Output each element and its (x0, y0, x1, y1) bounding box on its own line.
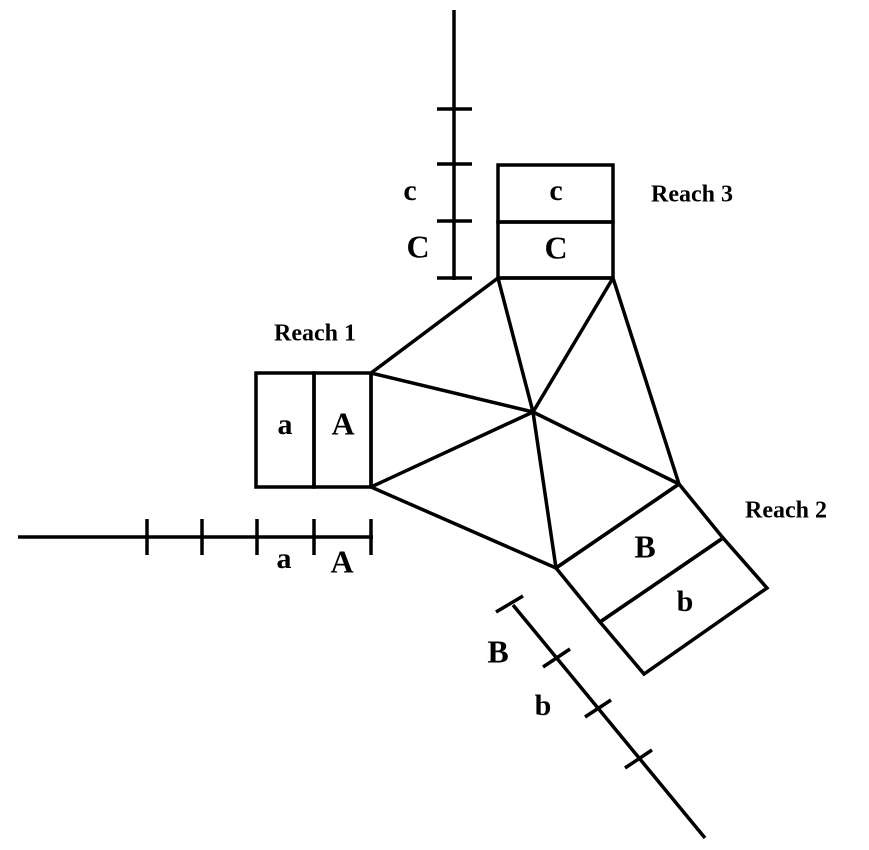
reach1-title: Reach 1 (274, 321, 356, 347)
reach3-axis: c C (403, 10, 472, 280)
reach2-cell-inner-label: B (634, 528, 655, 564)
junction-outline (369, 276, 682, 570)
reach1-group: a A Reach 1 (254, 321, 373, 489)
junction-edge (370, 410, 534, 489)
reach1-cell-outer-label: a (278, 408, 293, 441)
junction-edge (370, 371, 534, 414)
reach3-cell-outer-label: c (549, 174, 562, 207)
junction-edge (531, 411, 558, 569)
reach2-group: B b Reach 2 (553, 481, 827, 677)
reach2-cell-outer (597, 535, 770, 677)
reach3-title: Reach 3 (651, 182, 733, 208)
reach2-axis-tick (584, 698, 612, 719)
reach3-cell-inner-label: C (544, 229, 567, 265)
reach2-axis-line (511, 603, 707, 840)
reach2-axis-outer-label: b (535, 689, 552, 722)
junction-edge (531, 277, 615, 413)
reach1-cell-inner-label: A (331, 405, 354, 441)
reach2-title: Reach 2 (745, 498, 827, 524)
junction-edge (496, 277, 535, 413)
reach2-axis-tick (495, 594, 524, 614)
reach1-axis-inner-label: A (330, 543, 353, 579)
reach2-cell-outer-label: b (677, 585, 694, 618)
reach2-axis-inner-label: B (487, 633, 508, 669)
junction-edge (532, 410, 680, 486)
reach2-axis-tick (542, 647, 571, 669)
junction-mesh (369, 276, 682, 570)
reach1-axis-outer-label: a (277, 542, 292, 575)
reach2-axis-tick (624, 748, 653, 770)
reach1-axis: a A (18, 519, 373, 579)
reach3-axis-inner-label: C (406, 228, 429, 264)
reach2-axis: B b (487, 594, 707, 840)
reach3-axis-outer-label: c (403, 174, 416, 207)
reach3-group: c C Reach 3 (496, 163, 733, 280)
